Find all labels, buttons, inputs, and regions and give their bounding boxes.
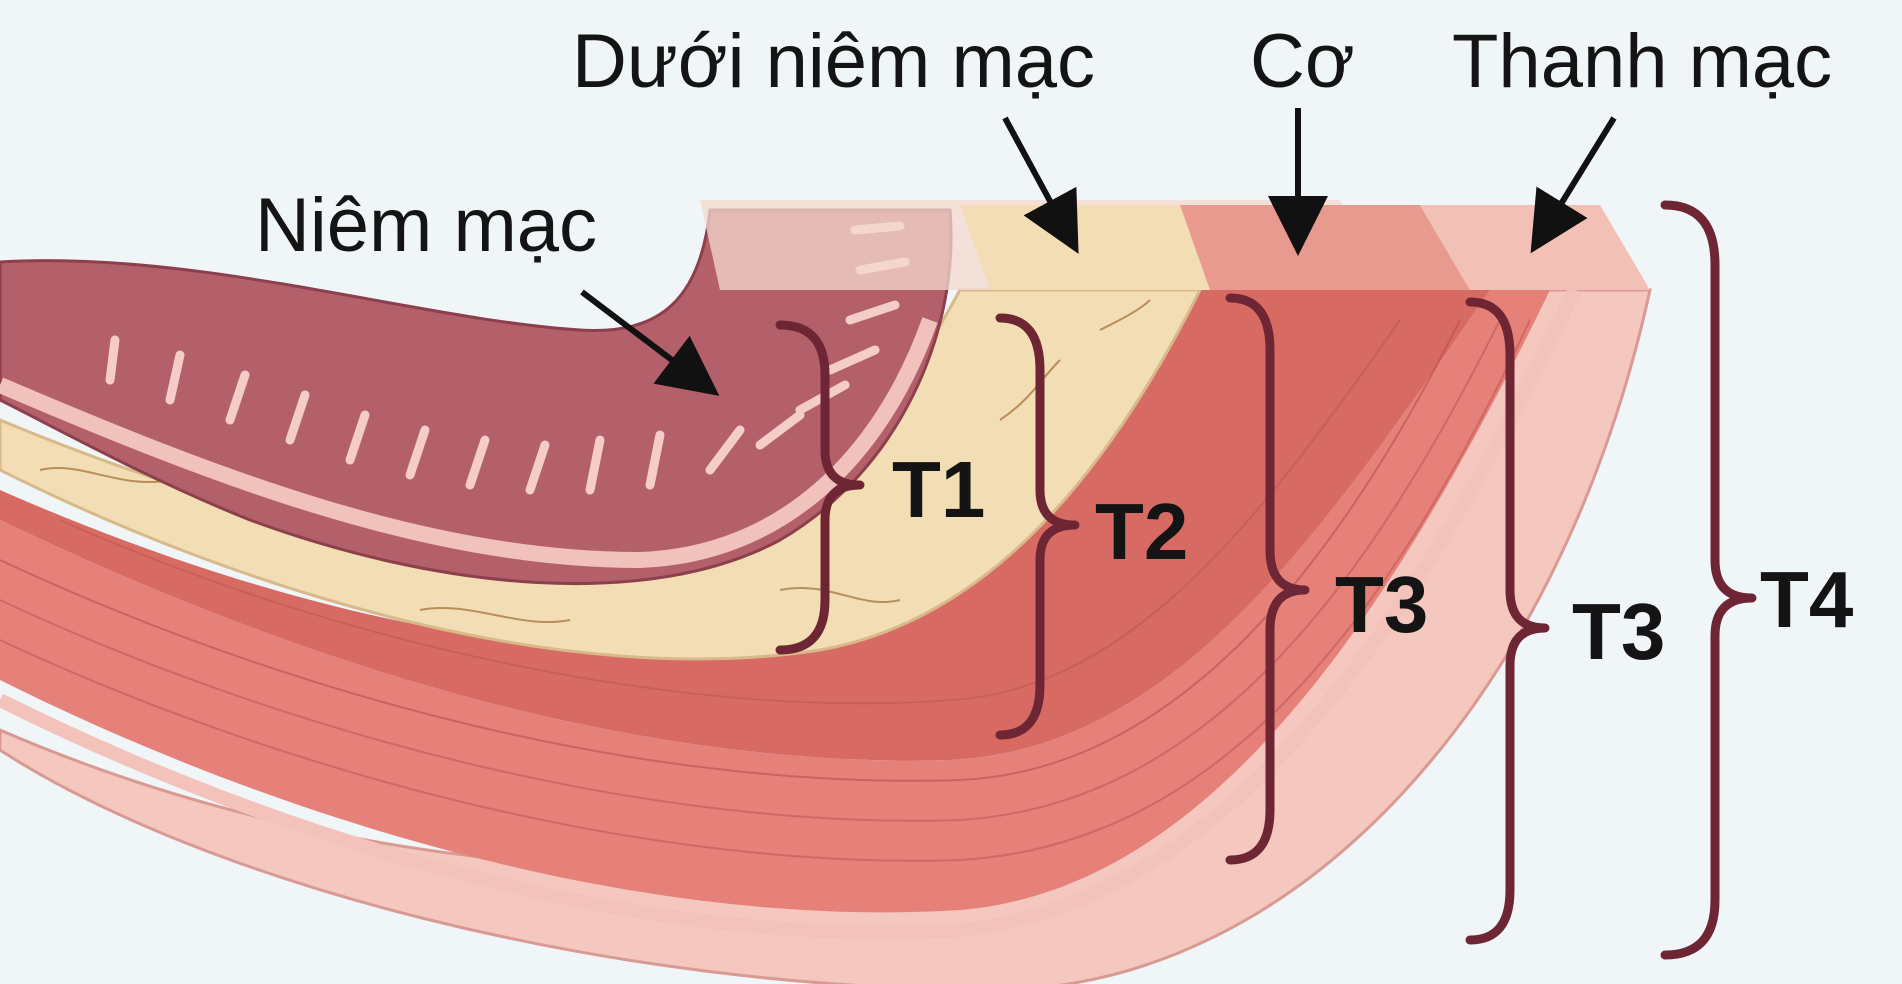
stage-t3a-label: T3 (1335, 565, 1428, 645)
bracket-t4 (1665, 205, 1752, 955)
submucosa-label: Dưới niêm mạc (572, 24, 1095, 100)
stage-t1-label: T1 (892, 450, 985, 530)
serosa-label: Thanh mạc (1452, 24, 1832, 100)
stage-t4-label: T4 (1760, 560, 1853, 640)
muscle-label: Cơ (1250, 24, 1355, 100)
stage-t3b-label: T3 (1572, 592, 1665, 672)
mucosa-label: Niêm mạc (255, 188, 597, 264)
stage-t2-label: T2 (1095, 492, 1188, 572)
